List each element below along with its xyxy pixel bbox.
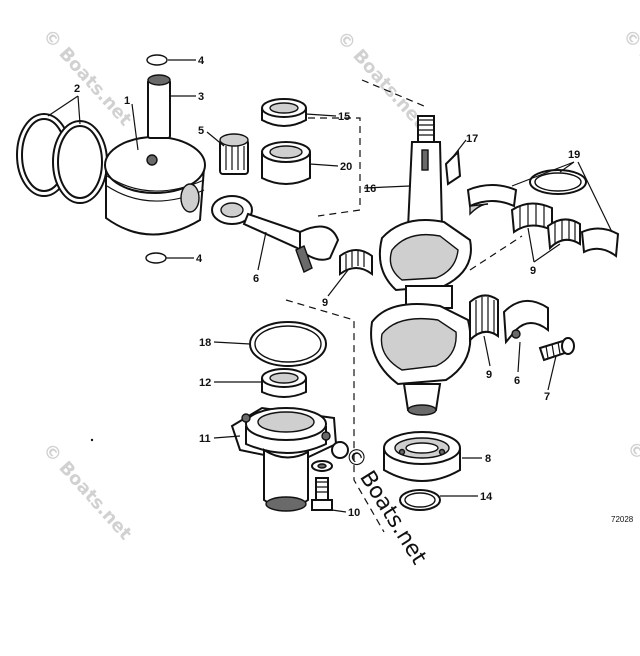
rod-bearing-left [339,249,373,276]
assembly-dashed-lines [285,79,523,533]
piston-pin [147,74,171,139]
main-bearing-upper [510,202,553,234]
main-bearing-lower [546,218,581,251]
retainer-ring-top [146,54,168,66]
callout-4-top: 4 [198,55,205,67]
callout-18: 18 [199,337,211,349]
watermark-top-right-b: © Boats.net [618,25,640,130]
callout-4-bottom: 4 [196,253,203,265]
o-ring [249,321,327,367]
callout-3: 3 [198,91,204,103]
bearing-retaining-ring-lower [399,489,441,511]
connecting-rod-cap [502,300,549,345]
crankshaft-seal-lower [261,368,307,398]
callout-2: 2 [74,83,80,95]
crankshaft [370,115,472,416]
callout-10: 10 [348,507,360,519]
wrist-pin-bearing [219,133,249,175]
callout-17: 17 [466,133,478,145]
svg-text:© Boats.net: © Boats.net [38,439,136,544]
rod-cap-screw [538,337,575,362]
figure-number: 72028 [611,515,634,524]
watermark-bottom-left: © Boats.net [38,439,136,544]
ball-bearing [383,431,461,482]
callout-12: 12 [199,377,211,389]
svg-text:© Boats.net: © Boats.net [618,25,640,130]
callout-1: 1 [124,95,130,107]
svg-text:© Boats.net: © Boats.net [622,437,640,542]
callout-9-upper-right: 9 [530,265,536,277]
callout-15: 15 [338,111,350,123]
watermark-bottom-right: © Boats.net [622,437,640,542]
piston-rings [16,113,108,204]
bearing-retaining-ring [529,169,587,195]
callout-6-rod: 6 [253,273,259,285]
callout-5: 5 [198,125,204,137]
callout-14: 14 [480,491,493,503]
housing-screw [311,477,333,511]
callout-labels: 1 2 3 4 4 5 6 6 7 8 9 9 9 10 11 12 14 15… [74,55,580,519]
housing-washer [331,441,349,459]
callout-6-cap: 6 [514,375,520,387]
callout-9-lower-right: 9 [486,369,492,381]
bearing-race-right [580,227,620,258]
callout-8: 8 [485,453,491,465]
bearing-race-left [466,184,518,216]
callout-16: 16 [364,183,376,195]
callout-11: 11 [199,433,211,445]
callout-20: 20 [340,161,352,173]
lower-bearing-housing [230,406,338,512]
crankshaft-seal-upper [261,98,307,127]
stray-mark [90,438,94,442]
rod-bearing-right [469,294,499,343]
housing-lockwasher [311,460,333,472]
callout-leaders [47,59,613,513]
callout-9-left: 9 [322,297,328,309]
crankshaft-bearing-upper [261,141,311,185]
svg-text:© Boats.net: © Boats.net [38,25,136,130]
callout-19: 19 [568,149,580,161]
callout-7: 7 [544,391,550,403]
retainer-ring-bottom [145,252,167,264]
piston [104,136,206,236]
watermark-top-left: © Boats.net [38,25,136,130]
connecting-rod [211,195,340,273]
